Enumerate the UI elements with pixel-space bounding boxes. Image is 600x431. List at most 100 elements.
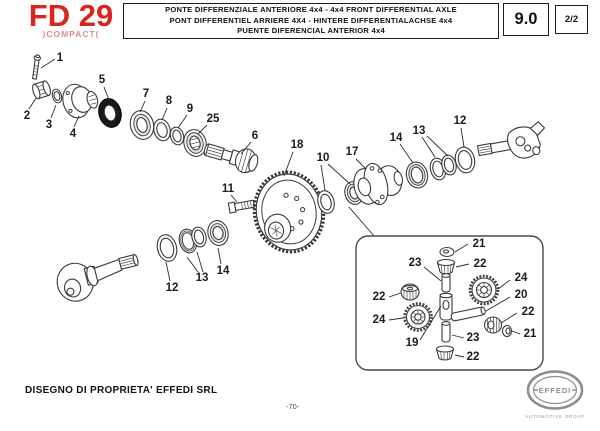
callout-19: 19	[406, 337, 419, 349]
callout-21: 21	[473, 238, 486, 250]
leader-line-13	[426, 135, 449, 157]
part-bolt-11	[227, 199, 256, 214]
part-side-gear-24-left	[403, 302, 433, 332]
callout-2: 2	[24, 110, 30, 122]
part-ring-12-lower	[156, 234, 178, 262]
leader-line-24	[388, 317, 404, 321]
leader-line-3	[50, 104, 57, 119]
leader-line-19	[419, 305, 442, 341]
leader-line-20	[485, 296, 511, 312]
callout-17: 17	[346, 146, 359, 158]
effedi-logo-tagline: AUTOMOTIVE GROUP	[525, 414, 585, 420]
callout-22: 22	[522, 306, 535, 318]
brand-series: )COMPACT(	[42, 29, 100, 39]
part-bevel-gear-22-right	[483, 316, 503, 334]
leader-line-13	[186, 256, 199, 273]
title-line-fr-de: PONT DIFFERENTIEL ARRIERE 4X4 - HINTERE …	[169, 15, 453, 25]
leader-line-21	[454, 243, 469, 253]
part-bearing-14-lower	[207, 220, 229, 246]
callout-23: 23	[409, 257, 422, 269]
part-flange-4	[62, 83, 99, 119]
callout-12: 12	[454, 115, 467, 127]
part-right-axle-knuckle	[476, 121, 546, 159]
brand-logo-block: FD 29 )COMPACT(	[20, 0, 122, 39]
leader-line-12	[460, 127, 465, 148]
part-ring-9	[169, 126, 185, 146]
title-line-it-en: PONTE DIFFERENZIALE ANTERIORE 4x4 - 4x4 …	[165, 5, 457, 15]
callout-1: 1	[57, 52, 64, 64]
callout-18: 18	[291, 139, 304, 151]
part-spider-19	[439, 292, 453, 321]
leader-line-9	[177, 114, 188, 129]
leader-line-1	[40, 58, 56, 69]
page-indicator: 2/2	[564, 14, 579, 25]
callout-5: 5	[99, 74, 106, 86]
callout-13: 13	[413, 125, 426, 137]
part-ring-13-lower-b	[191, 226, 207, 248]
callout-12: 12	[166, 282, 179, 294]
callout-9: 9	[187, 103, 193, 115]
page-indicator-box: 2/2	[555, 5, 588, 34]
part-bevel-gear-22-bottom	[435, 345, 455, 361]
callout-13: 13	[196, 272, 209, 284]
callout-24: 24	[373, 314, 386, 326]
part-ring-8	[153, 118, 171, 142]
part-washer-21-top	[439, 246, 455, 258]
part-bearing-25	[183, 129, 207, 157]
leader-line-22	[500, 312, 518, 324]
leader-line-6	[240, 141, 252, 155]
part-ring-10a	[317, 190, 335, 214]
leader-line-23	[423, 266, 442, 282]
part-bolt-1	[31, 54, 42, 80]
leader-line-13	[196, 251, 204, 273]
callout-14: 14	[390, 132, 403, 144]
effedi-logo: EFFEDI AUTOMOTIVE GROUP	[525, 370, 585, 420]
callout-22: 22	[373, 291, 386, 303]
callout-3: 3	[46, 119, 52, 131]
leader-line-8	[161, 107, 168, 121]
leader-line-5	[103, 86, 110, 101]
part-bevel-gear-22-top	[436, 258, 456, 275]
leader-line-12	[165, 261, 171, 282]
leader-line-21	[511, 330, 521, 335]
part-side-gear-24-right	[468, 274, 500, 306]
callout-4: 4	[70, 128, 77, 140]
callout-14: 14	[217, 265, 230, 277]
leader-line-10	[327, 163, 351, 185]
part-ring-13-upper-b	[441, 154, 457, 176]
page-number: -70-	[286, 402, 300, 411]
leader-line-10	[320, 164, 326, 191]
section-code-box: 9.0	[503, 3, 549, 36]
callout-22: 22	[467, 351, 480, 363]
part-ring-12-upper	[454, 146, 476, 174]
leader-line-18	[283, 151, 294, 177]
part-bushing-2	[32, 80, 51, 100]
leader-line-17	[355, 158, 367, 170]
leader-line-25	[197, 124, 208, 135]
property-note: DISEGNO DI PROPRIETA' EFFEDI SRL	[25, 385, 218, 396]
callout-23: 23	[467, 332, 480, 344]
part-left-axle-joint	[56, 253, 139, 302]
part-bevel-gear-22-left	[400, 283, 420, 301]
leader-line-11	[230, 194, 238, 203]
leader-line-22	[388, 292, 402, 298]
leader-line-13	[421, 136, 436, 158]
callout-25: 25	[207, 113, 220, 125]
part-diff-housing-17	[353, 162, 404, 206]
leader-line-23	[451, 334, 465, 339]
part-bearing-14-upper	[405, 161, 429, 189]
part-pin-23-lower	[441, 321, 451, 343]
part-bearing-7	[129, 110, 155, 140]
inset-callout-tail	[348, 206, 375, 237]
part-washer-21-right	[501, 324, 513, 338]
brand-model: FD 29	[28, 0, 114, 33]
callout-10: 10	[317, 152, 330, 164]
title-box: PONTE DIFFERENZIALE ANTERIORE 4x4 - 4x4 …	[123, 3, 499, 39]
callout-22: 22	[474, 258, 487, 270]
callout-21: 21	[524, 328, 537, 340]
part-ring-gear-18	[252, 170, 326, 254]
callout-7: 7	[143, 88, 149, 100]
leader-line-14	[217, 247, 222, 265]
